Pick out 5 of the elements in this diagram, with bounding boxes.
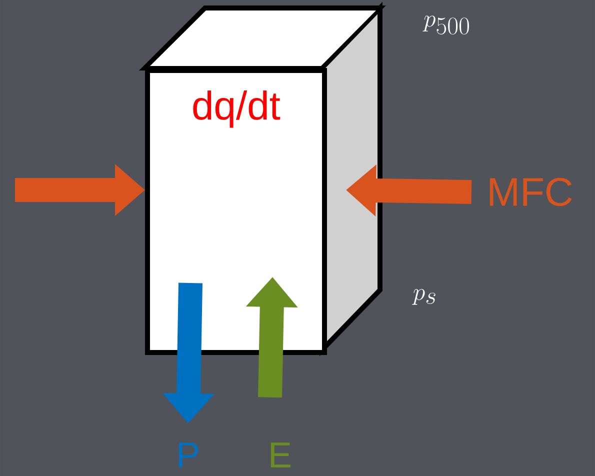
arrow-label: P [178,442,198,468]
pressure-label: $p_s$ [412,288,436,305]
arrow-label: E [270,442,290,468]
pressure-label: $p_{500}$ [422,16,469,34]
arrow-label: MFC [490,178,572,206]
